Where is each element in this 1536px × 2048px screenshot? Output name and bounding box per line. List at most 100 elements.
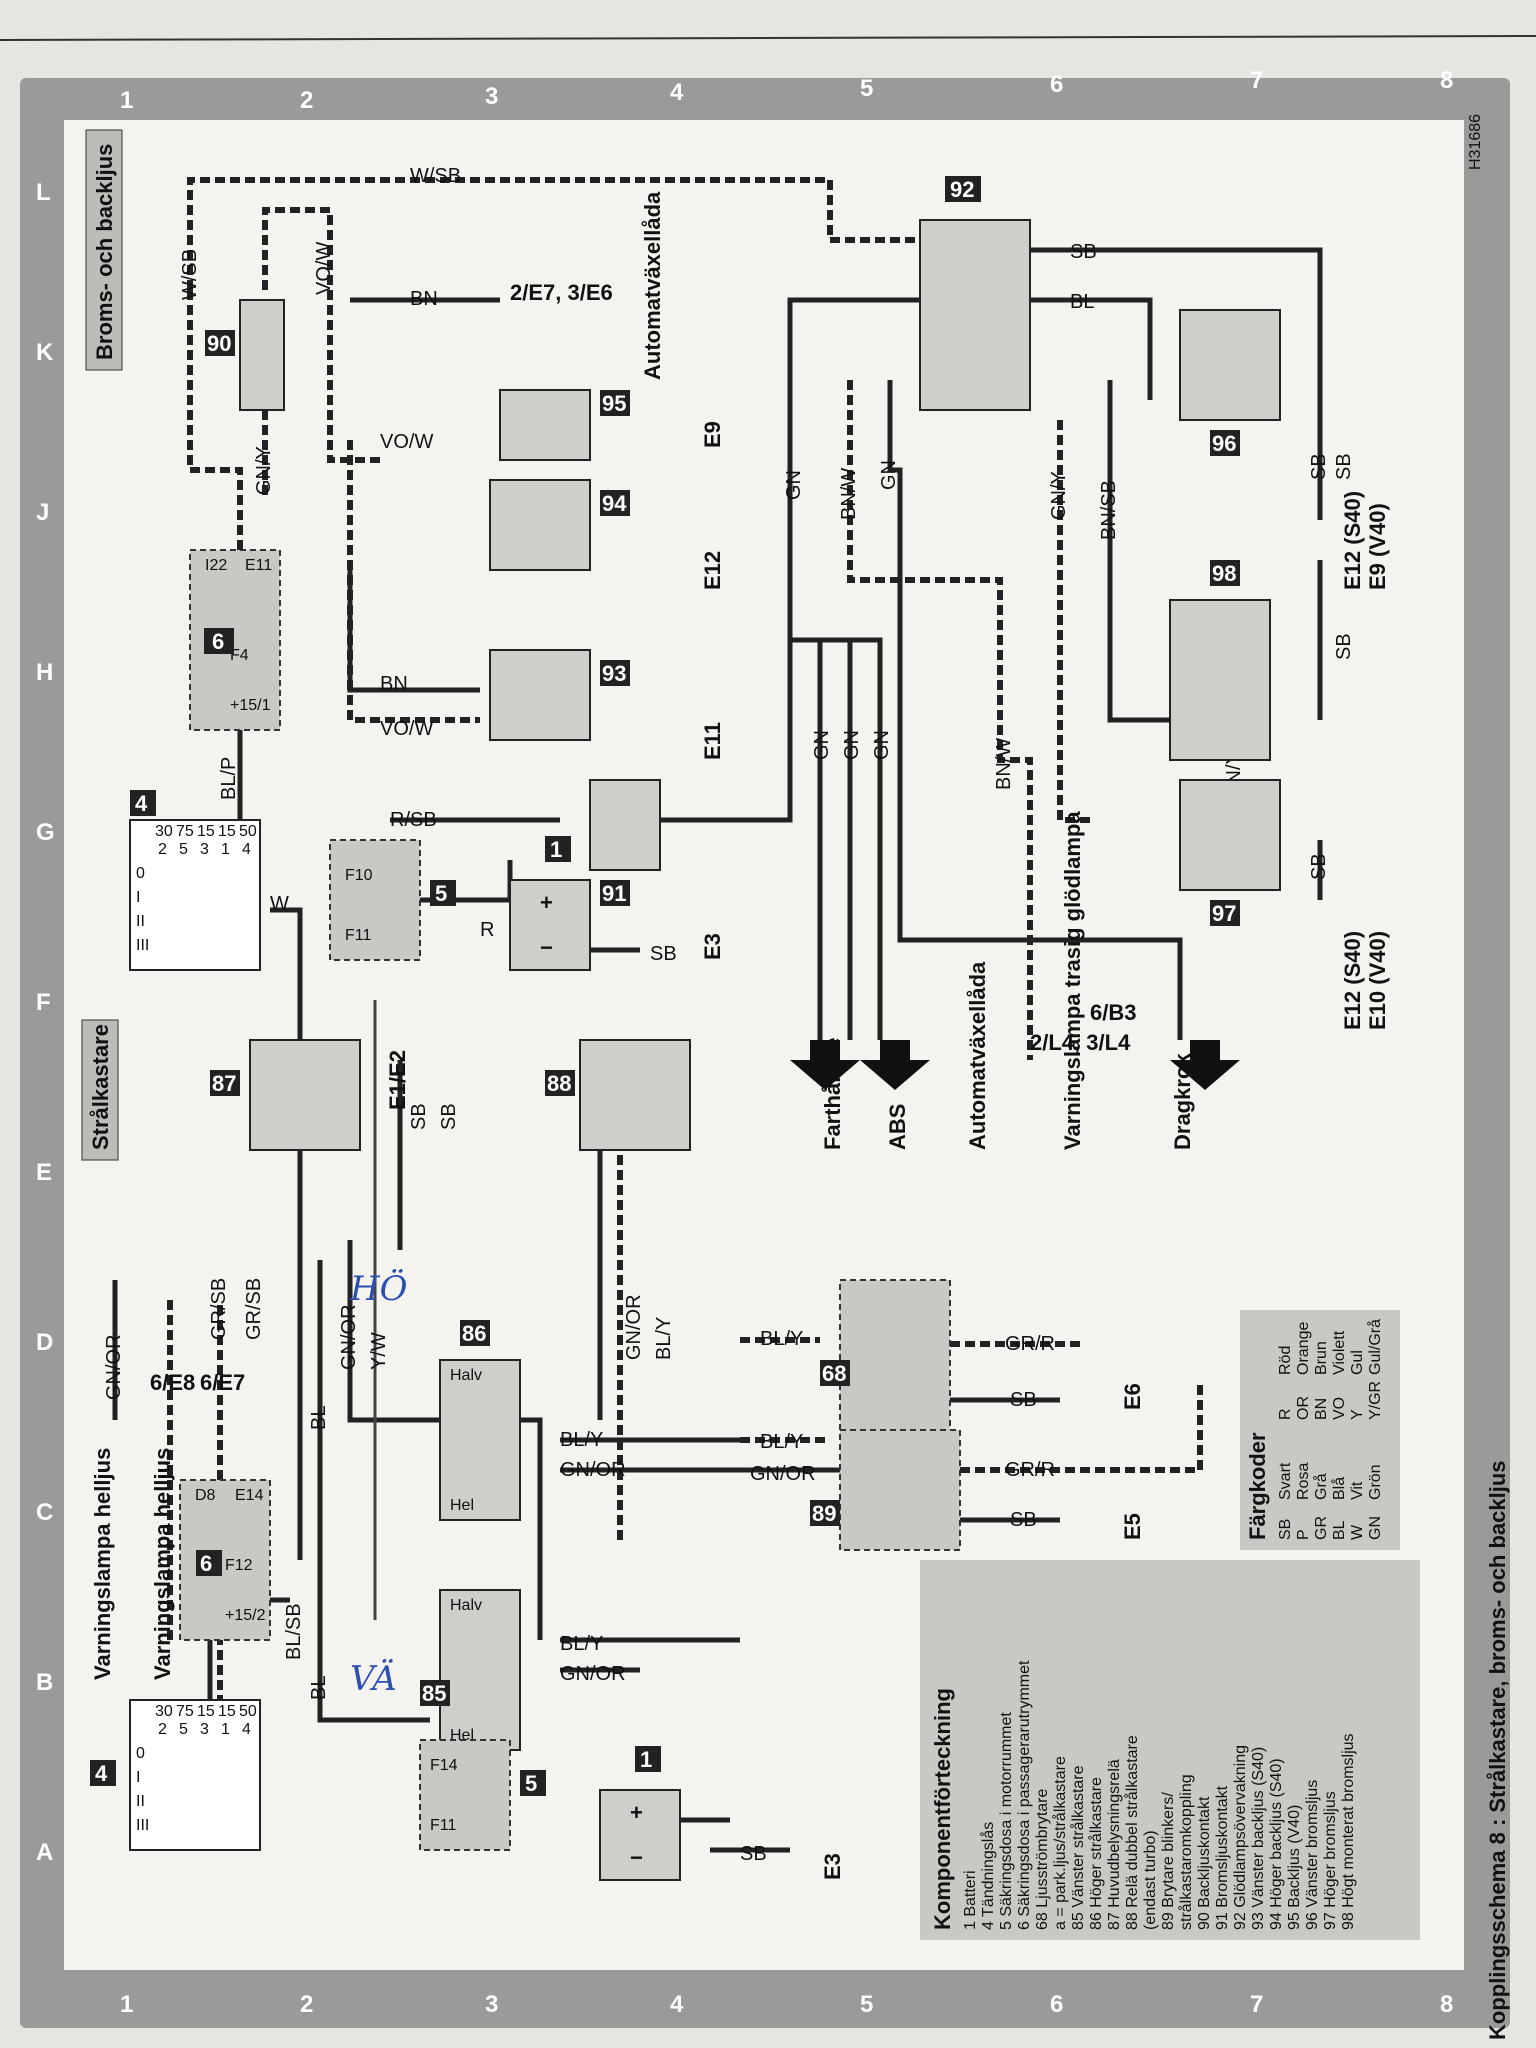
- switch-row-label: II: [136, 1793, 145, 1810]
- svg-text:F11: F11: [345, 927, 371, 944]
- svg-text:SB: SB: [438, 1103, 460, 1130]
- svg-text:E12 (S40): E12 (S40): [1340, 491, 1365, 590]
- switch-header-cell: 15: [218, 823, 236, 840]
- svg-text:SB: SB: [740, 1843, 767, 1865]
- svg-text:SB: SB: [1333, 453, 1355, 480]
- svg-text:BL/Y: BL/Y: [760, 1328, 803, 1350]
- svg-text:H: H: [36, 659, 53, 686]
- switch-header-cell: 15: [197, 823, 215, 840]
- svg-text:93 Vänster backljus (S40): 93 Vänster backljus (S40): [1250, 1747, 1267, 1930]
- section-brake-label: Broms- och backljus: [85, 129, 123, 371]
- color-code-cell: Blå: [1330, 1477, 1348, 1500]
- svg-text:E9: E9: [700, 421, 725, 448]
- switch-header2-cell: 5: [179, 1721, 188, 1738]
- svg-text:68: 68: [822, 1361, 846, 1386]
- svg-text:I22: I22: [205, 557, 227, 574]
- switch-header-cell: 15: [197, 1703, 215, 1720]
- svg-text:92 Glödlampsövervakning: 92 Glödlampsövervakning: [1232, 1745, 1249, 1930]
- color-code-cell: R: [1277, 1408, 1294, 1420]
- svg-text:8: 8: [1440, 1991, 1453, 2018]
- color-code-cell: BN: [1313, 1398, 1330, 1420]
- svg-text:F4: F4: [230, 647, 249, 664]
- svg-text:GN/OR: GN/OR: [338, 1304, 360, 1370]
- svg-text:Varningslampa helljus: Varningslampa helljus: [90, 1448, 115, 1680]
- svg-text:85 Vänster strålkastare: 85 Vänster strålkastare: [1069, 1765, 1087, 1930]
- svg-text:1: 1: [120, 87, 133, 114]
- svg-text:5: 5: [860, 75, 873, 102]
- ignition-switch-4-top: 4: [129, 790, 261, 971]
- color-code-cell: Y: [1349, 1409, 1366, 1420]
- svg-text:BL/Y: BL/Y: [653, 1317, 675, 1360]
- svg-text:R/SB: R/SB: [390, 809, 437, 831]
- color-code-cell: BL: [1331, 1520, 1348, 1540]
- svg-text:7: 7: [1250, 67, 1263, 94]
- svg-text:GN: GN: [783, 470, 805, 500]
- svg-text:91 Bromsljuskontakt: 91 Bromsljuskontakt: [1214, 1785, 1231, 1930]
- svg-text:W/SB: W/SB: [179, 249, 201, 300]
- svg-text:Hel: Hel: [450, 1497, 474, 1514]
- svg-text:F11: F11: [430, 1817, 456, 1834]
- svg-text:B: B: [36, 1669, 53, 1696]
- svg-text:GR/R: GR/R: [1005, 1459, 1055, 1481]
- color-code-cell: P: [1295, 1529, 1312, 1540]
- svg-text:Strålkastare: Strålkastare: [88, 1024, 113, 1150]
- svg-text:BL/SB: BL/SB: [283, 1603, 305, 1660]
- switch-header2-cell: 1: [221, 841, 230, 858]
- svg-text:3: 3: [485, 83, 498, 110]
- svg-text:94 Höger backljus (S40): 94 Höger backljus (S40): [1268, 1758, 1285, 1930]
- svg-text:6: 6: [1050, 71, 1063, 98]
- ignition-switch-4-bottom: 4: [90, 1699, 261, 1851]
- svg-text:Halv: Halv: [450, 1367, 482, 1384]
- switch-header2-cell: 3: [200, 1721, 209, 1738]
- color-code-cell: Röd: [1277, 1346, 1294, 1375]
- color-code-rows: SBSvartRRödPRosaOROrangeGRGråBNBrunBLBlå…: [1277, 1319, 1384, 1540]
- svg-text:F14: F14: [430, 1757, 458, 1774]
- svg-text:6: 6: [1050, 1991, 1063, 2018]
- switch-header2-cell: 1: [221, 1721, 230, 1738]
- color-code-cell: GR: [1313, 1516, 1330, 1540]
- color-code-cell: VO: [1331, 1397, 1348, 1420]
- svg-text:GN/Y: GN/Y: [1048, 471, 1070, 520]
- svg-text:L: L: [36, 179, 51, 206]
- relay-87: [249, 1039, 361, 1151]
- section-headlights-label: Strålkastare: [81, 1019, 119, 1161]
- svg-text:6/E7: 6/E7: [200, 1370, 245, 1395]
- svg-text:VO/W: VO/W: [380, 431, 433, 453]
- switch-header-cell: 75: [176, 1703, 194, 1720]
- battery-1-bottom: [599, 1789, 681, 1881]
- svg-text:+15/2: +15/2: [225, 1607, 266, 1624]
- color-code-cell: Svart: [1277, 1462, 1294, 1500]
- color-code-cell: Vit: [1349, 1481, 1366, 1500]
- svg-text:E10 (V40): E10 (V40): [1365, 931, 1390, 1030]
- svg-text:E14: E14: [235, 1487, 264, 1504]
- svg-text:BL: BL: [1070, 291, 1094, 313]
- svg-text:92: 92: [950, 177, 974, 202]
- svg-text:Automatväxellåda: Automatväxellåda: [965, 961, 990, 1150]
- svg-text:VO/W: VO/W: [313, 242, 335, 295]
- svg-text:Varningslampa helljus: Varningslampa helljus: [150, 1448, 175, 1680]
- handwritten-ho: HÖ: [349, 1268, 408, 1309]
- svg-text:GR/SB: GR/SB: [208, 1278, 230, 1340]
- switch-row-label: III: [136, 1817, 149, 1834]
- svg-text:98 Högt monterat bromsljus: 98 Högt monterat bromsljus: [1340, 1733, 1357, 1930]
- svg-text:SB: SB: [1010, 1509, 1037, 1531]
- svg-text:6 Säkringsdosa i passagerarut: 6 Säkringsdosa i passagerarutrymmet: [1016, 1660, 1033, 1930]
- connector-labels: 2/E7, 3/E6 6/E8 6/E7 6/B3 2/L4, 3/L4: [150, 280, 1136, 1395]
- color-code-cell: Violett: [1331, 1330, 1348, 1375]
- switch-row-label: 0: [136, 865, 145, 882]
- svg-text:J: J: [36, 499, 49, 526]
- svg-text:R: R: [480, 919, 494, 941]
- battery-1-top: [509, 879, 591, 971]
- lamp-93: [489, 649, 591, 741]
- svg-text:Färgkoder: Färgkoder: [1245, 1432, 1270, 1540]
- svg-text:E: E: [36, 1159, 52, 1186]
- svg-text:Varningslampa trasig glödlampa: Varningslampa trasig glödlampa: [1060, 811, 1085, 1150]
- svg-text:1: 1: [120, 1991, 133, 2018]
- color-code-cell: Gul/Grå: [1366, 1319, 1384, 1375]
- switch-header-cell: 30: [155, 1703, 173, 1720]
- svg-text:+: +: [630, 1800, 643, 1825]
- svg-text:F: F: [36, 989, 51, 1016]
- color-code-cell: Orange: [1295, 1322, 1312, 1375]
